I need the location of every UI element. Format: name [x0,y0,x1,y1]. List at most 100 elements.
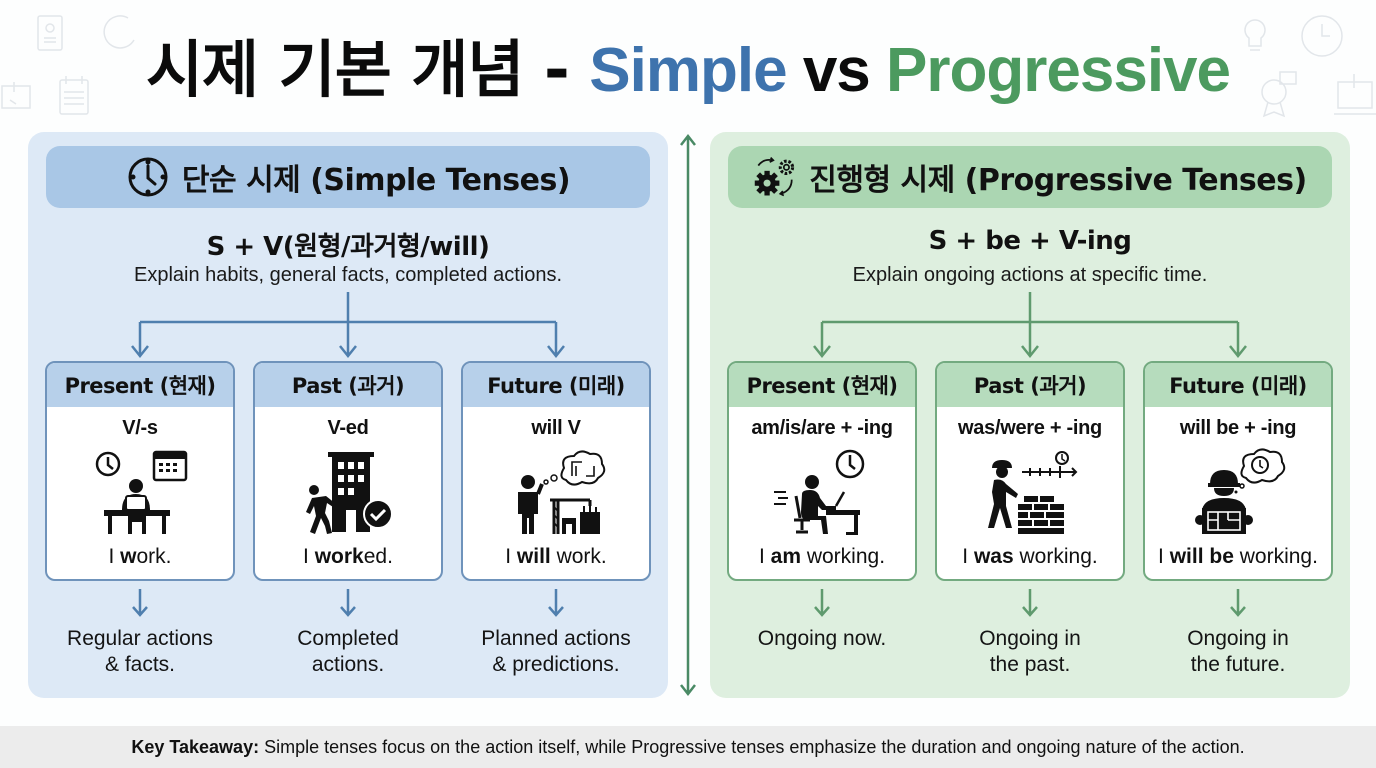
progressive-future-card: Future (미래) will be + -ing I will be wor… [1143,361,1333,581]
example-post: working. [1233,545,1318,568]
card-example: I was working. [937,545,1123,569]
example-bold: am [770,545,801,568]
card-form: will be + -ing [1179,417,1297,439]
simple-present-description: Regular actions & facts. [40,626,240,678]
arrow-down-icon [1022,589,1038,617]
simple-tenses-panel: 단순 시제 (Simple Tenses) S + V(원형/과거형/will)… [28,132,668,698]
title-simple: Simple [589,36,787,105]
person-walking-building-check-icon [255,445,441,541]
example-bold: was [973,545,1014,568]
progressive-present-card: Present (현재) am/is/are + -ing I am worki… [727,361,917,581]
arrow-down-icon [132,589,148,617]
simple-formula: S + V(원형/과거형/will) [206,232,490,262]
arrow-down-icon [548,589,564,617]
example-post: ed. [363,545,393,568]
desc-line: actions. [311,653,385,676]
example-bold: work [314,545,364,568]
progressive-tenses-panel: 진행형 시제 (Progressive Tenses) S + be + V-i… [710,132,1350,698]
card-title: Future (미래) [1145,363,1331,407]
card-example: I work. [47,545,233,569]
card-example: I will be working. [1145,545,1331,569]
example-post: working. [801,545,886,568]
desc-line: the past. [989,653,1071,676]
desc-line: Ongoing in [1187,627,1289,650]
progressive-future-description: Ongoing in the future. [1138,626,1338,678]
example-post: ork. [136,545,172,568]
card-title: Past (과거) [937,363,1123,407]
laptop-icon [1334,72,1376,118]
book-icon [36,14,66,54]
desc-line: Completed [297,627,399,650]
simple-present-card: Present (현재) V/-s I work. [45,361,235,581]
simple-panel-title: 단순 시제 (Simple Tenses) [181,163,571,198]
page-title: 시제 기본 개념 - Simple vs Progressive [0,30,1376,111]
card-title: Future (미래) [463,363,649,407]
simple-panel-header: 단순 시제 (Simple Tenses) [46,146,650,208]
simple-future-card: Future (미래) will V I will work. [461,361,651,581]
arrow-down-icon [814,589,830,617]
card-form: will V [531,417,581,439]
simple-branch-arrows [131,292,565,359]
card-title: Present (현재) [47,363,233,407]
person-at-desk-with-clock-calendar-icon [47,445,233,541]
desc-line: & predictions. [492,653,620,676]
card-title: Present (현재) [729,363,915,407]
progressive-panel-title: 진행형 시제 (Progressive Tenses) [809,163,1307,198]
card-form: V-ed [327,417,369,439]
example-pre: I [108,545,121,568]
progressive-panel-header: 진행형 시제 (Progressive Tenses) [728,146,1332,208]
example-pre: I [758,545,771,568]
key-takeaway-text: Simple tenses focus on the action itself… [264,736,1245,757]
lightbulb-icon [1240,12,1270,56]
award-icon [1258,70,1298,118]
card-title: Past (과거) [255,363,441,407]
clock-icon [100,12,140,52]
card-example: I will work. [463,545,649,569]
progressive-present-description: Ongoing now. [722,626,922,652]
card-form: was/were + -ing [958,417,1102,439]
example-bold: will be [1169,545,1234,568]
clock-icon [1300,14,1344,58]
desc-line: Planned actions [481,627,631,650]
desc-line: Ongoing in [979,627,1081,650]
arrow-down-icon [1230,589,1246,617]
progressive-explanation: Explain ongoing actions at specific time… [852,264,1208,286]
example-bold: will [516,545,551,568]
desc-line: the future. [1190,653,1286,676]
person-working-laptop-clock-icon [729,445,915,541]
title-korean: 시제 기본 개념 - [145,33,590,106]
simple-past-description: Completed actions. [248,626,448,678]
progressive-formula: S + be + V-ing [928,226,1132,256]
progressive-branch-arrows [813,292,1247,359]
example-pre: I [962,545,974,568]
example-pre: I [1158,545,1170,568]
simple-explanation: Explain habits, general facts, completed… [133,264,563,286]
example-pre: I [505,545,517,568]
card-form: am/is/are + -ing [751,417,893,439]
progressive-past-description: Ongoing in the past. [930,626,1130,678]
example-pre: I [303,545,315,568]
double-arrow-vertical-icon [680,133,696,697]
worker-blueprint-thinking-clock-icon [1145,445,1331,541]
title-progressive: Progressive [886,36,1231,105]
worker-building-bricks-timeline-icon [937,445,1123,541]
example-post: work. [550,545,607,568]
person-thinking-construction-icon [463,445,649,541]
desc-line: & facts. [104,653,176,676]
presentation-icon [0,80,34,116]
clock-icon [126,155,170,199]
progressive-past-card: Past (과거) was/were + -ing [935,361,1125,581]
card-example: I worked. [255,545,441,569]
example-bold: w [120,545,137,568]
desc-line: Regular actions [67,627,213,650]
key-takeaway-bar: Key Takeaway: Simple tenses focus on the… [0,726,1376,768]
gears-cycle-icon [753,155,797,199]
example-post: working. [1013,545,1098,568]
desc-line: Ongoing now. [757,627,887,650]
title-vs: vs [786,36,887,105]
simple-past-card: Past (과거) V-ed I worked. [253,361,443,581]
calendar-icon [58,74,90,116]
card-example: I am working. [729,545,915,569]
arrow-down-icon [340,589,356,617]
